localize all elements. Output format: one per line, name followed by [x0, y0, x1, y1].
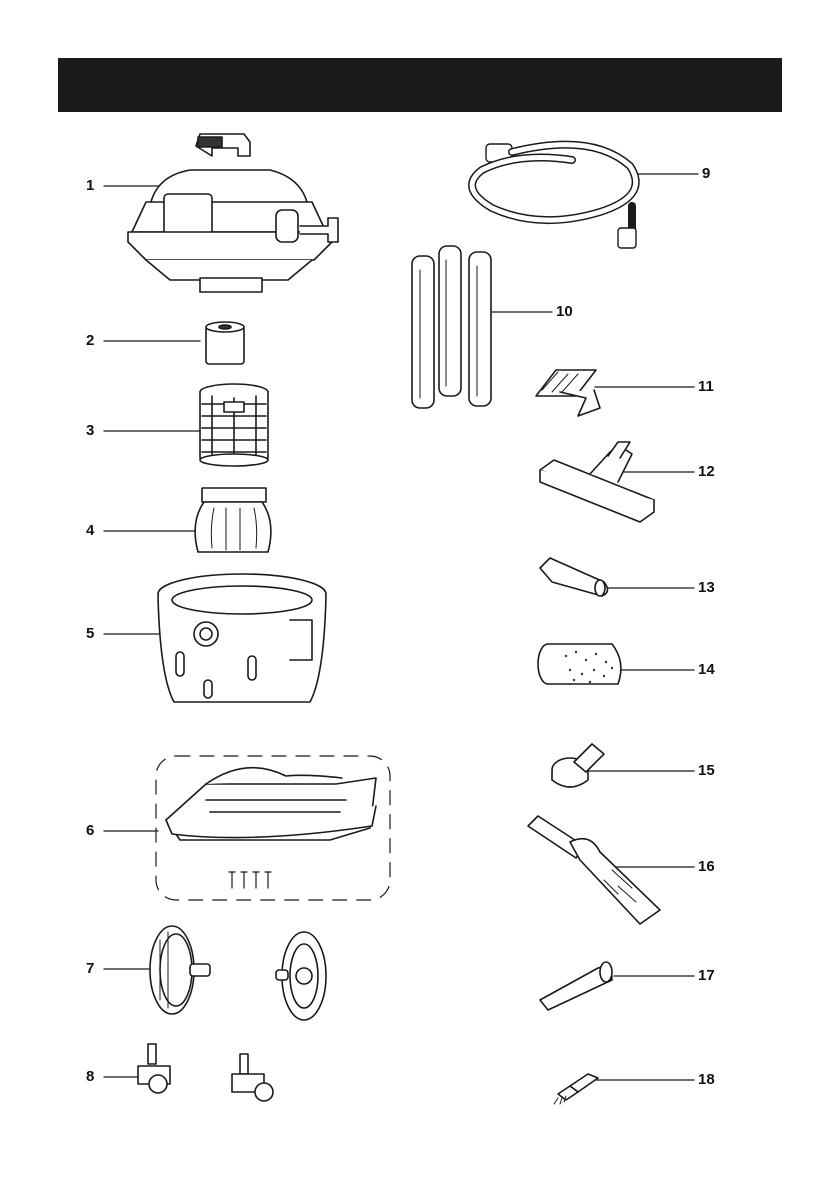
extension-wands-illustration [412, 246, 491, 408]
collection-tank-illustration [158, 574, 326, 702]
utility-nozzle-illustration [536, 370, 600, 416]
part-label-13: 13 [698, 580, 715, 596]
part-label-9: 9 [702, 166, 710, 182]
part-label-3: 3 [86, 423, 94, 439]
floor-nozzle-illustration [540, 442, 654, 522]
rear-wheels-illustration [150, 926, 326, 1020]
cartridge-filter-illustration [200, 384, 268, 466]
hose-illustration [472, 144, 636, 248]
part-label-14: 14 [698, 662, 715, 678]
part-label-12: 12 [698, 464, 715, 480]
foam-sleeve-illustration [206, 322, 244, 364]
round-brush-illustration [552, 744, 604, 787]
small-brush-illustration [554, 1074, 598, 1104]
front-casters-illustration [138, 1044, 273, 1101]
part-label-18: 18 [698, 1072, 715, 1088]
tapered-nozzle-illustration [540, 962, 612, 1010]
crevice-tool-illustration [540, 558, 608, 596]
foam-sleeve-tool-illustration [538, 644, 621, 684]
part-label-10: 10 [556, 304, 573, 320]
part-label-11: 11 [698, 379, 714, 395]
part-label-5: 5 [86, 626, 94, 642]
squeegee-crevice-tool-illustration [528, 816, 660, 924]
motor-head-illustration [128, 134, 338, 292]
part-label-6: 6 [86, 823, 94, 839]
part-label-15: 15 [698, 763, 715, 779]
part-label-17: 17 [698, 968, 715, 984]
part-label-16: 16 [698, 859, 715, 875]
part-label-2: 2 [86, 333, 94, 349]
caster-base-illustration [156, 756, 390, 900]
part-label-8: 8 [86, 1069, 94, 1085]
filter-bag-illustration [195, 488, 271, 552]
part-label-4: 4 [86, 523, 94, 539]
part-label-7: 7 [86, 961, 94, 977]
part-label-1: 1 [86, 178, 94, 194]
